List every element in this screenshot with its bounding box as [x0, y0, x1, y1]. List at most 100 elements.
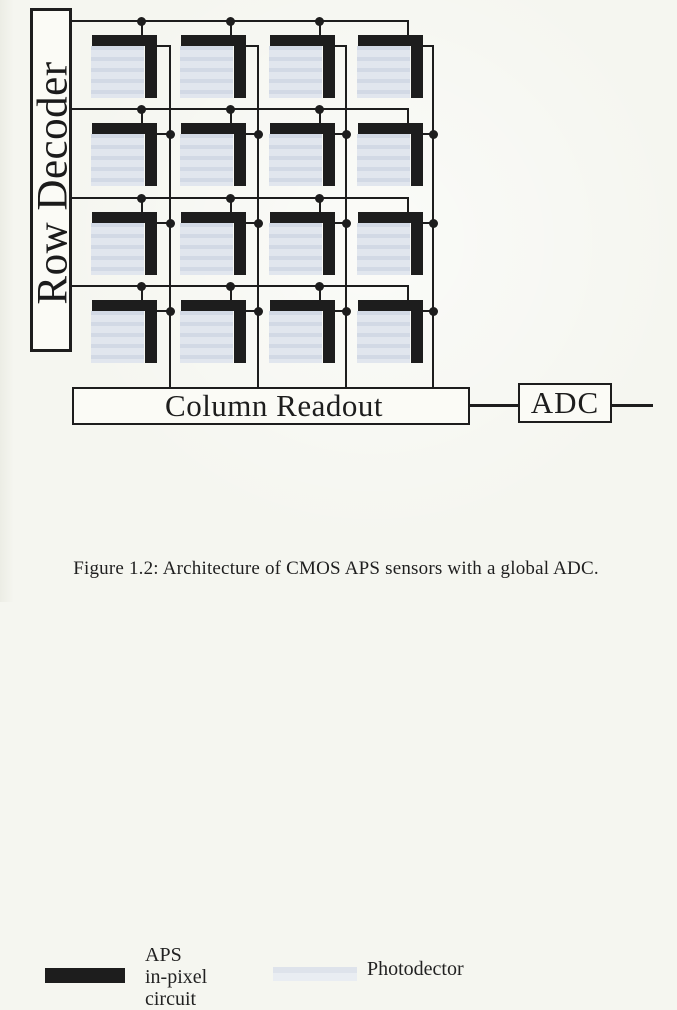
row-select-stub [141, 22, 143, 35]
pixel-output-stub [245, 310, 259, 312]
junction-dot [226, 105, 235, 114]
photodetector [91, 223, 144, 275]
row-decoder-block: Row Decoder [30, 8, 77, 352]
pixel-output-stub [334, 133, 347, 135]
aps-circuit-top-bar [181, 123, 246, 134]
pixel-output-stub [245, 45, 259, 47]
pixel-output-stub [334, 222, 347, 224]
row-select-stub [230, 287, 232, 300]
column-bus-line [257, 45, 259, 389]
aps-circuit-top-bar [92, 212, 157, 223]
junction-dot [254, 219, 263, 228]
pixel-output-stub [245, 133, 259, 135]
aps-circuit-vertical-bar [234, 300, 246, 363]
aps-circuit-top-bar [270, 35, 335, 46]
aps-circuit-swatch [45, 968, 125, 983]
pixel-output-stub [422, 45, 434, 47]
row-select-stub [230, 110, 232, 123]
junction-dot [226, 282, 235, 291]
pixel-output-stub [245, 222, 259, 224]
photodetector [357, 134, 410, 186]
row-select-stub [141, 199, 143, 212]
aps-circuit-top-bar [92, 35, 157, 46]
aps-circuit-top-bar [181, 212, 246, 223]
aps-circuit-top-bar [270, 123, 335, 134]
column-readout-label: Column Readout [165, 388, 383, 423]
aps-circuit-vertical-bar [411, 35, 423, 98]
row-select-stub [407, 110, 409, 123]
pixel-output-stub [156, 133, 171, 135]
aps-circuit-vertical-bar [323, 212, 335, 275]
photodetector [357, 46, 410, 98]
junction-dot [342, 130, 351, 139]
photodetector [180, 223, 233, 275]
aps-circuit-vertical-bar [234, 123, 246, 186]
aps-circuit-vertical-bar [323, 300, 335, 363]
aps-circuit-vertical-bar [145, 212, 157, 275]
pixel-array [0, 0, 677, 460]
row-select-stub [407, 287, 409, 300]
column-bus-line [432, 45, 434, 389]
junction-dot [315, 105, 324, 114]
aps-circuit-vertical-bar [411, 123, 423, 186]
column-bus-line [169, 45, 171, 389]
row-select-stub [230, 199, 232, 212]
junction-dot [315, 17, 324, 26]
junction-dot [254, 130, 263, 139]
photodetector [269, 134, 322, 186]
junction-dot [429, 130, 438, 139]
photodetector [357, 223, 410, 275]
photodetector [269, 223, 322, 275]
pixel-output-stub [156, 45, 171, 47]
aps-circuit-top-bar [181, 300, 246, 311]
row-select-stub [141, 110, 143, 123]
photodetector-swatch [273, 967, 357, 981]
adc-label: ADC [530, 385, 600, 420]
photodetector [357, 311, 410, 363]
pixel-output-stub [334, 45, 347, 47]
photodetector [91, 311, 144, 363]
row-select-stub [319, 287, 321, 300]
row-select-stub [141, 287, 143, 300]
pixel-output-stub [422, 133, 434, 135]
aps-circuit-vertical-bar [323, 35, 335, 98]
row-select-stub [230, 22, 232, 35]
junction-dot [166, 307, 175, 316]
pixel-output-stub [156, 222, 171, 224]
aps-circuit-top-bar [92, 300, 157, 311]
pixel-output-stub [422, 222, 434, 224]
aps-circuit-vertical-bar [145, 300, 157, 363]
junction-dot [226, 17, 235, 26]
row-select-line [72, 285, 409, 287]
aps-circuit-top-bar [358, 300, 423, 311]
aps-circuit-top-bar [270, 212, 335, 223]
figure-caption: Figure 1.2: Architecture of CMOS APS sen… [73, 558, 599, 579]
junction-dot [166, 219, 175, 228]
aps-circuit-label: APS in-pixel circuit [145, 944, 208, 1010]
aps-circuit-top-bar [181, 35, 246, 46]
junction-dot [342, 307, 351, 316]
photodetector [180, 311, 233, 363]
aps-circuit-top-bar [358, 35, 423, 46]
adc-block: ADC [518, 383, 612, 423]
pixel-output-stub [334, 310, 347, 312]
row-select-line [72, 197, 409, 199]
aps-architecture-diagram: Row Decoder Column Readout ADC [0, 0, 677, 460]
photodetector [180, 46, 233, 98]
junction-dot [166, 130, 175, 139]
column-bus-line [345, 45, 347, 389]
junction-dot [226, 194, 235, 203]
photodetector [91, 134, 144, 186]
junction-dot [429, 219, 438, 228]
pixel-output-stub [156, 310, 171, 312]
row-select-stub [407, 22, 409, 35]
legend: APS in-pixel circuit Photodector [0, 470, 677, 1010]
junction-dot [137, 105, 146, 114]
row-select-stub [319, 22, 321, 35]
junction-dot [137, 194, 146, 203]
aps-circuit-top-bar [92, 123, 157, 134]
row-select-line [72, 108, 409, 110]
aps-circuit-vertical-bar [145, 123, 157, 186]
row-select-line [72, 20, 409, 22]
